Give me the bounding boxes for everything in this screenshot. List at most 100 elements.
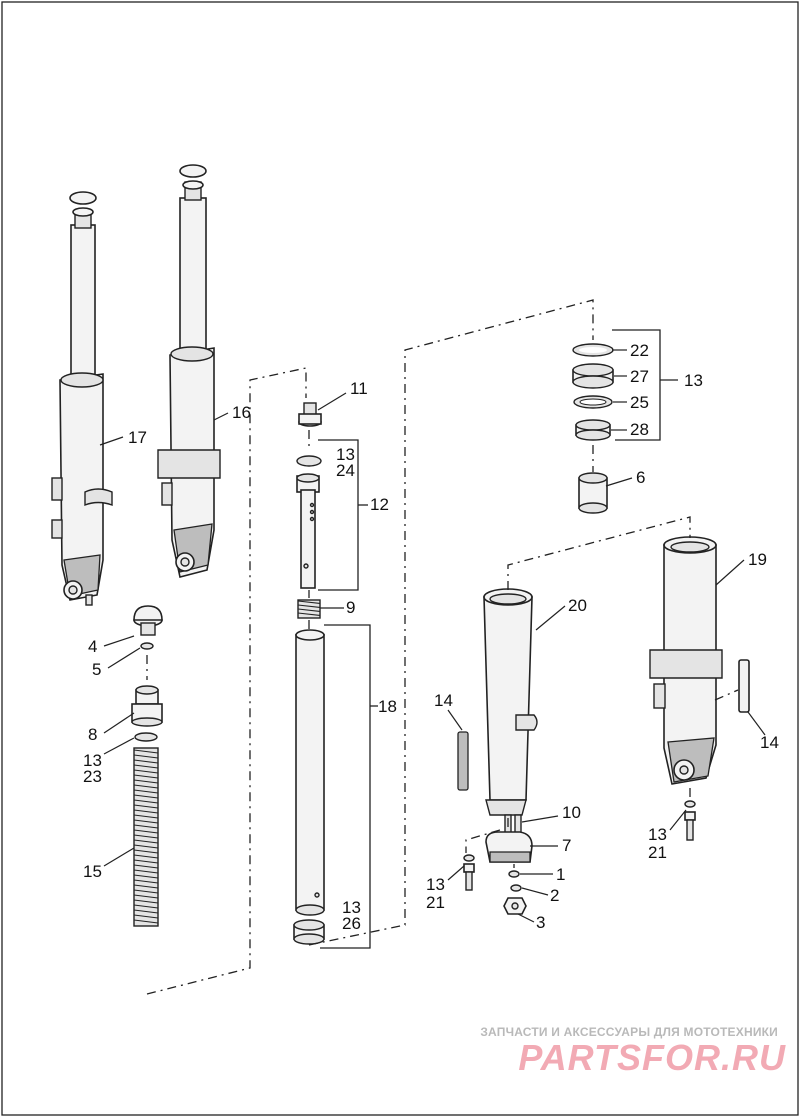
label-14-left: 14 — [434, 691, 453, 710]
spring-coil — [133, 919, 159, 924]
part-21-bolt-right — [684, 800, 696, 841]
label-13-center-top: 13 — [336, 445, 355, 464]
spring-coil — [297, 604, 321, 608]
spring-coil — [133, 849, 159, 854]
spring-coil — [133, 864, 159, 869]
label-16: 16 — [232, 403, 251, 422]
spring-coil — [133, 879, 159, 884]
part-20-fork-slider — [483, 588, 538, 816]
spring-coil — [133, 859, 159, 864]
label-2: 2 — [550, 886, 559, 905]
label-6: 6 — [636, 468, 645, 487]
label-15: 15 — [83, 862, 102, 881]
watermark: ЗАПЧАСТИ И АКСЕССУАРЫ ДЛЯ МОТОТЕХНИКИ PA… — [480, 1025, 786, 1078]
part-17-fork-assembly — [51, 191, 113, 606]
label-12: 12 — [370, 495, 389, 514]
label-13-right-top: 13 — [684, 371, 703, 390]
spring-coil — [297, 612, 321, 616]
label-13-lower-left: 13 — [426, 875, 445, 894]
label-21-lower-left: 21 — [426, 893, 445, 912]
label-3: 3 — [536, 913, 545, 932]
label-11: 11 — [350, 379, 368, 398]
part-9-rebound-spring — [297, 599, 321, 619]
spring-coil — [133, 794, 159, 799]
part-12-damper-tube — [296, 473, 320, 589]
label-28: 28 — [630, 420, 649, 439]
part-19-fork-slider — [649, 536, 723, 785]
part-11-bolt — [298, 402, 322, 427]
bracket-18 — [320, 624, 378, 949]
spring-coil — [133, 784, 159, 789]
part-22-retaining-ring — [572, 343, 614, 357]
label-24: 24 — [336, 461, 355, 480]
spring-coil — [133, 869, 159, 874]
spring-coil — [133, 779, 159, 784]
label-9: 9 — [346, 598, 355, 617]
spring-coil — [133, 799, 159, 804]
spring-coil — [297, 600, 321, 604]
spring-coil — [133, 914, 159, 919]
callout-labels: 17 16 4 5 8 13 23 15 11 13 24 12 9 18 13… — [83, 341, 779, 933]
spring-coil — [133, 804, 159, 809]
watermark-tagline: ЗАПЧАСТИ И АКСЕССУАРЫ ДЛЯ МОТОТЕХНИКИ — [480, 1025, 778, 1039]
part-1-washer — [508, 870, 520, 878]
part-7-axle-cap — [485, 831, 533, 863]
assembly-lines — [146, 299, 739, 995]
part-8-spring-seat — [131, 685, 163, 727]
bracket-13 — [612, 329, 678, 441]
watermark-brand: PARTSFOR.RU — [518, 1037, 786, 1078]
label-13-left: 13 — [83, 751, 102, 770]
part-26-bushing — [293, 919, 325, 945]
part-4-fork-cap — [133, 605, 163, 636]
label-13-center-bottom: 13 — [342, 898, 361, 917]
part-24-ring — [296, 455, 322, 467]
spring-coil — [297, 608, 321, 612]
label-27: 27 — [630, 367, 649, 386]
spring-coil — [133, 829, 159, 834]
part-6-oil-lock-piece — [578, 472, 608, 514]
spring-coil — [133, 909, 159, 914]
spring-coil — [133, 904, 159, 909]
leader-lines — [99, 349, 766, 923]
part-15-fork-spring — [133, 747, 159, 927]
spring-coil — [133, 774, 159, 779]
label-14-right: 14 — [760, 733, 779, 752]
spring-coil — [133, 834, 159, 839]
label-19: 19 — [748, 550, 767, 569]
spring-coil — [133, 759, 159, 764]
part-28-bushing — [575, 419, 611, 441]
label-8: 8 — [88, 725, 97, 744]
part-27-oil-seal — [572, 363, 614, 389]
label-26: 26 — [342, 914, 361, 933]
spring-coil — [133, 764, 159, 769]
part-14-reflector-left — [457, 731, 469, 791]
label-18: 18 — [378, 697, 397, 716]
label-23: 23 — [83, 767, 102, 786]
label-21-lower-right: 21 — [648, 843, 667, 862]
spring-coil — [133, 819, 159, 824]
label-20: 20 — [568, 596, 587, 615]
label-25: 25 — [630, 393, 649, 412]
spring-coil — [133, 749, 159, 754]
spring-coil — [133, 844, 159, 849]
part-3-nut — [503, 897, 527, 915]
part-25-washer — [573, 395, 613, 409]
spring-coil — [133, 894, 159, 899]
label-17: 17 — [128, 428, 147, 447]
spring-coil — [133, 769, 159, 774]
part-14-reflector-right — [738, 659, 750, 713]
part-2-lock-washer — [510, 884, 522, 892]
spring-coil — [133, 754, 159, 759]
label-1: 1 — [556, 865, 565, 884]
label-10: 10 — [562, 803, 581, 822]
spring-coil — [133, 824, 159, 829]
spring-coil — [133, 839, 159, 844]
spring-coil — [133, 889, 159, 894]
spring-coil — [133, 789, 159, 794]
spring-coil — [133, 899, 159, 904]
part-5-o-ring — [140, 642, 154, 650]
label-5: 5 — [92, 660, 101, 679]
label-7: 7 — [562, 836, 571, 855]
